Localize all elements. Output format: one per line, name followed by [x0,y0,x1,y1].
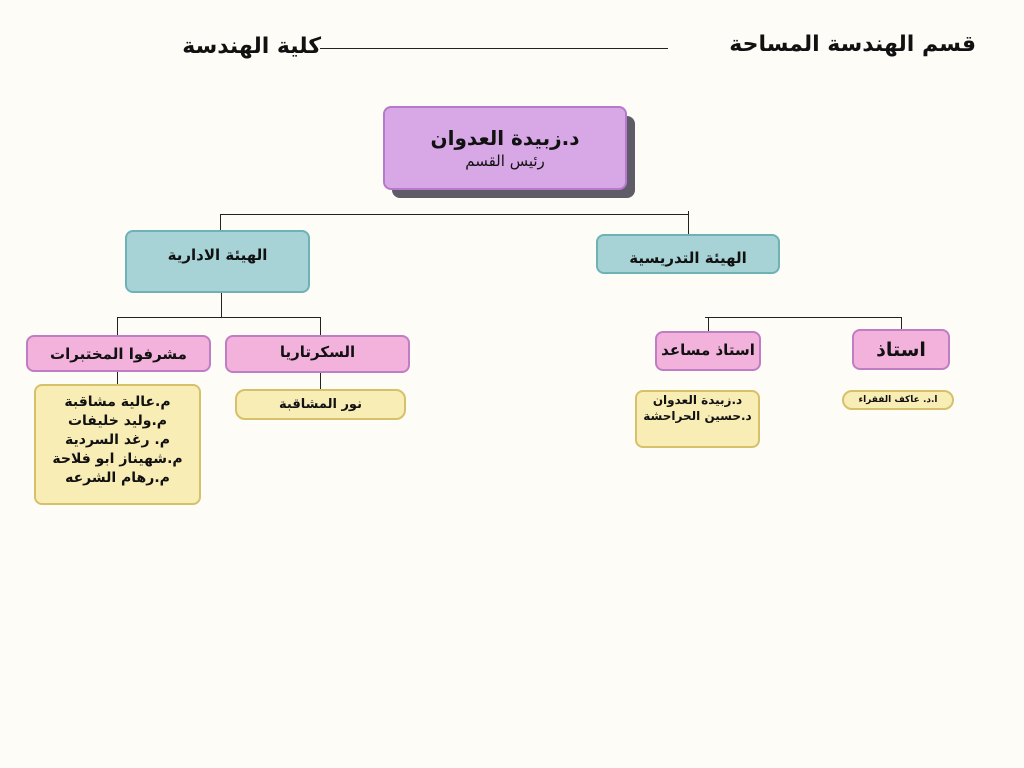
admin-staff-box: الهيئة الادارية [125,230,310,293]
teaching-staff-box: الهيئة التدريسية [596,234,780,274]
head-name: د.زبيدة العدوان [430,126,580,150]
connector [221,292,222,318]
connector [320,317,321,336]
list-item: م.وليد خليفات [67,413,168,429]
admin-staff-label: الهيئة الادارية [167,246,268,264]
connector [117,372,118,384]
faculty-title: كلية الهندسة [182,34,321,59]
list-item: نور المشاقبة [279,397,362,412]
connector [220,214,221,231]
secretariat-label: السكرتاريا [279,343,356,361]
list-item: د.زبيدة العدوان [652,393,743,407]
connector [708,317,709,332]
list-item: م.شهيناز ابو فلاحة [52,451,183,467]
list-item: م.عالية مشاقبة [64,394,171,410]
header-divider [320,48,668,49]
lab-supervisors-box: مشرفوا المختبرات [26,335,211,372]
lab-supervisors-members: م.عالية مشاقبة م.وليد خليفات م. رغد السر… [34,384,201,505]
list-item: م.رهام الشرعه [65,470,170,486]
connector [901,317,902,330]
secretariat-members: نور المشاقبة [235,389,406,420]
lab-supervisors-label: مشرفوا المختبرات [50,344,187,363]
connector [705,317,902,318]
assistant-professor-members: د.زبيدة العدوان د.حسين الحراحشة [635,390,760,448]
head-of-department-box: د.زبيدة العدوان رئيس القسم [383,106,627,190]
connector [220,214,689,215]
teaching-staff-label: الهيئة التدريسية [629,249,747,267]
professor-members: ا.د. عاكف الفقراء [842,390,954,410]
department-title: قسم الهندسة المساحة [729,32,976,57]
list-item: ا.د. عاكف الفقراء [858,395,938,405]
head-role: رئيس القسم [465,152,545,170]
list-item: م. رغد السردية [65,432,170,448]
professor-label: استاذ [876,338,926,361]
connector [117,317,118,336]
secretariat-box: السكرتاريا [225,335,410,373]
connector [117,317,321,318]
connector [320,372,321,389]
connector [688,211,689,235]
professor-box: استاذ [852,329,950,370]
assistant-professor-label: استاذ مساعد [661,341,755,359]
list-item: د.حسين الحراحشة [643,409,752,423]
assistant-professor-box: استاذ مساعد [655,331,761,371]
